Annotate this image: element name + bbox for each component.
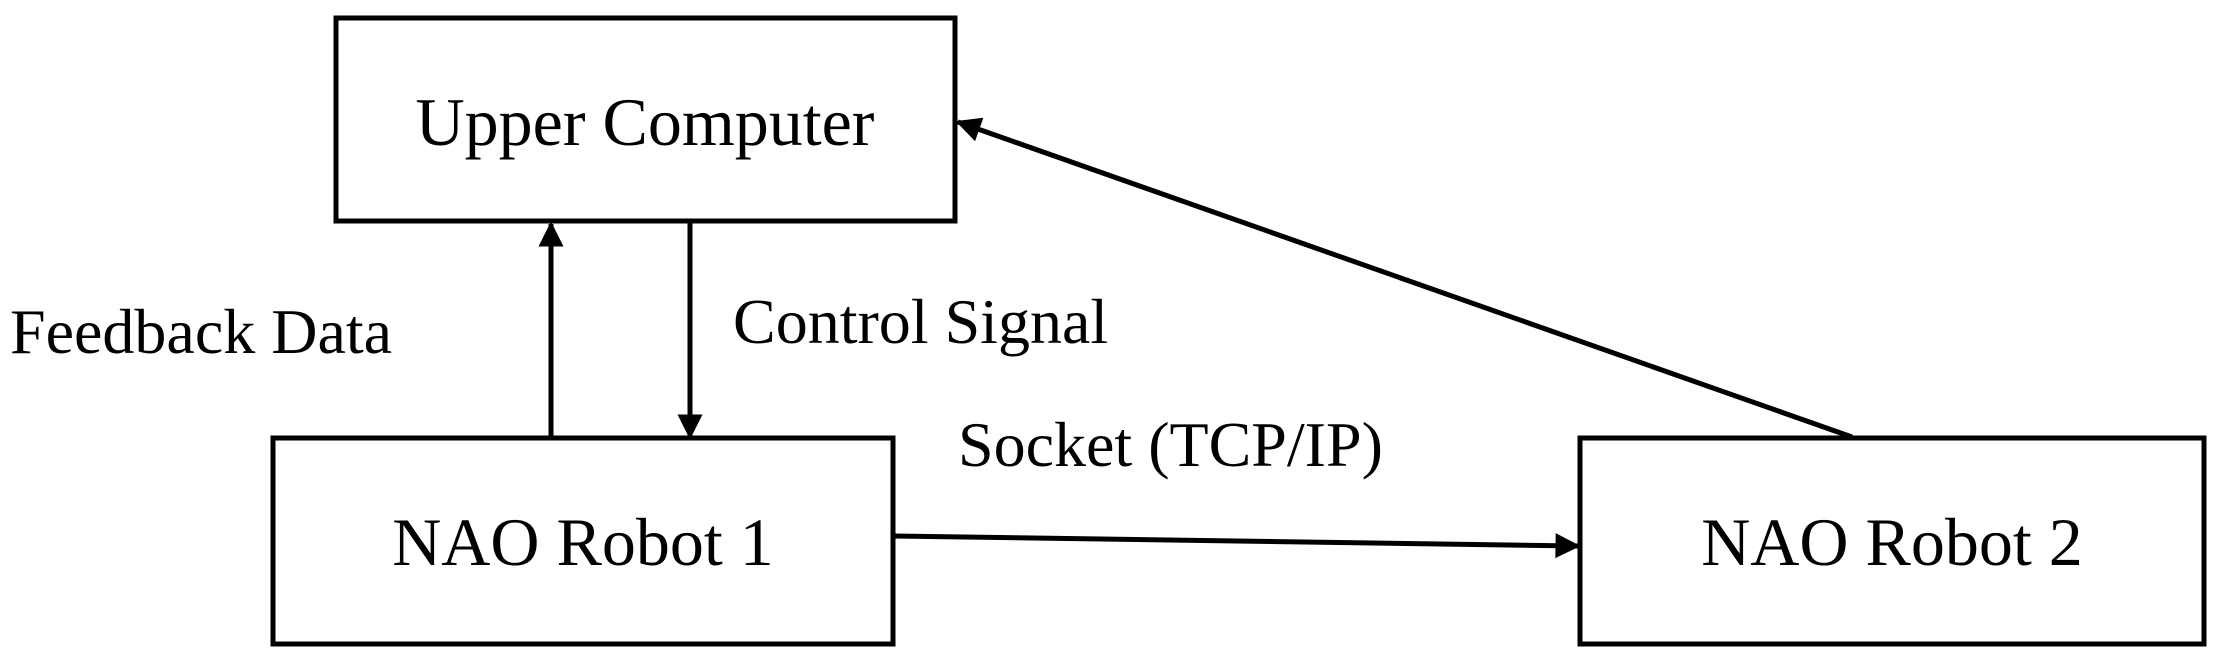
feedback-data-label: Feedback Data — [10, 296, 392, 367]
socket-label: Socket (TCP/IP) — [958, 409, 1383, 480]
upper-computer-node: Upper Computer — [333, 15, 958, 224]
nao-robot-2-node: NAO Robot 2 — [1577, 435, 2207, 647]
nao-robot-2-label: NAO Robot 2 — [1701, 504, 2083, 580]
nao-robot-1-label: NAO Robot 1 — [392, 504, 774, 580]
robot2-to-upper-arrow — [955, 117, 1853, 440]
socket-arrow — [893, 533, 1581, 559]
upper-computer-label: Upper Computer — [416, 84, 875, 160]
control-signal-label: Control Signal — [733, 286, 1108, 357]
nao-robot-1-node: NAO Robot 1 — [270, 435, 896, 647]
